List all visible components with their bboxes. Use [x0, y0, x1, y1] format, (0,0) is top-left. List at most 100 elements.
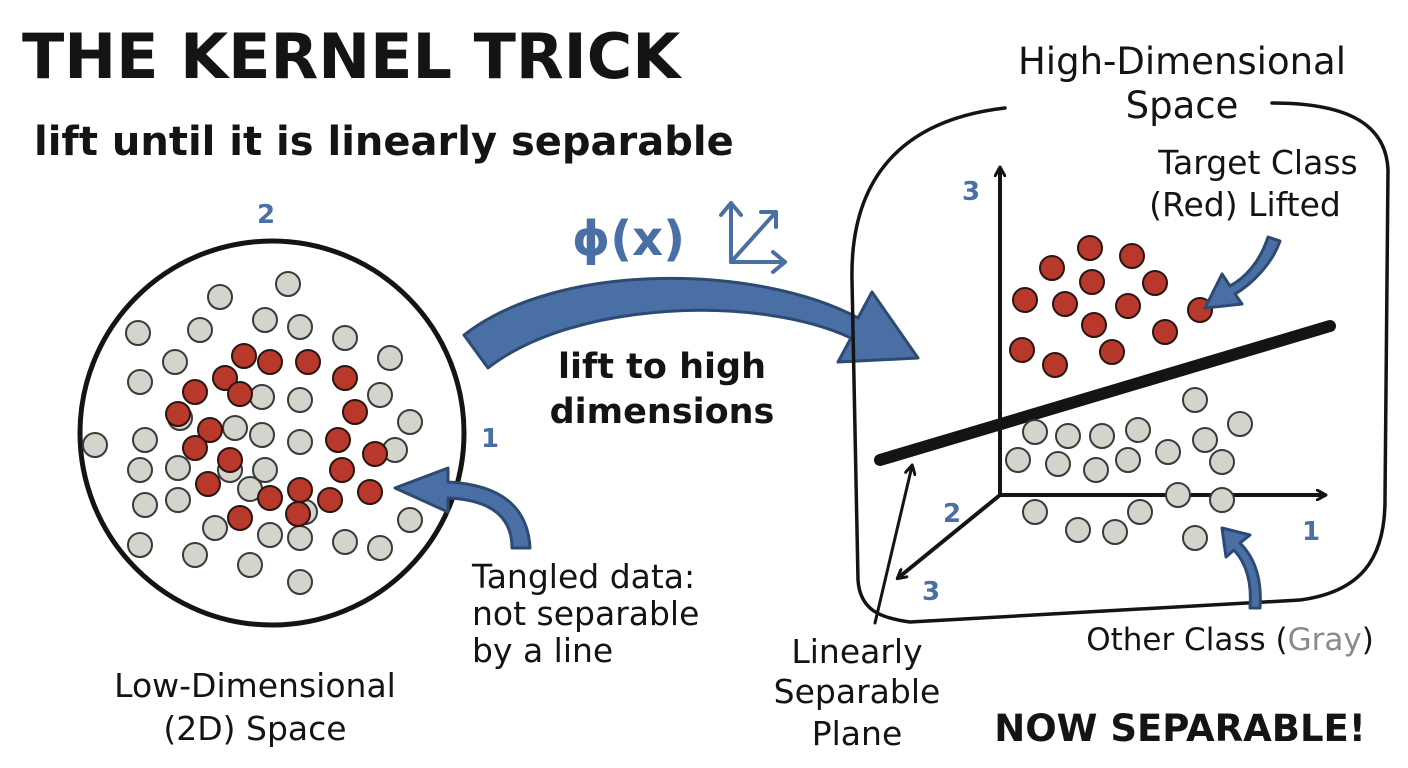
red-point: [212, 365, 238, 391]
page-subtitle: lift until it is linearly separable: [34, 119, 734, 165]
red-point: [287, 477, 313, 503]
red-point: [257, 349, 283, 375]
high-dim-title-line2: Space: [1126, 84, 1239, 127]
red-point: [257, 485, 283, 511]
gray-point: [275, 271, 301, 297]
gray-point: [287, 525, 313, 551]
gray-point: [132, 492, 158, 518]
low-dim-caption-line1: Low-Dimensional: [114, 666, 396, 705]
gray-point: [222, 415, 248, 441]
gray-point: [1045, 451, 1071, 477]
gray-point: [82, 432, 108, 458]
gray-point: [1102, 519, 1128, 545]
red-point: [342, 399, 368, 425]
axis-depth: [898, 493, 1002, 578]
red-point: [1079, 269, 1105, 295]
gray-point: [1125, 417, 1151, 443]
axes-glyph-icon: [719, 201, 787, 274]
plane-pointer-arrow: [873, 466, 912, 625]
red-point: [227, 381, 253, 407]
gray-point: [187, 317, 213, 343]
gray-point: [377, 345, 403, 371]
lift-label-line2: dimensions: [550, 392, 775, 432]
gray-point: [287, 569, 313, 595]
red-point: [1115, 293, 1141, 319]
red-point: [182, 379, 208, 405]
gray-point: [252, 307, 278, 333]
gray-point: [132, 427, 158, 453]
plane-label-line2: Separable: [774, 672, 941, 711]
gray-point: [165, 455, 191, 481]
red-point: [1042, 352, 1068, 378]
phi-label: ϕ(x): [572, 211, 685, 267]
red-point: [325, 427, 351, 453]
target-class-line1: Target Class: [1157, 143, 1357, 182]
plane-label-line3: Plane: [812, 714, 903, 753]
other-class-prefix: Other Class (: [1086, 622, 1287, 658]
gray-point: [1115, 447, 1141, 473]
other-class-label: Other Class (Gray): [1086, 622, 1374, 658]
low-dim-axis-label-2: 2: [257, 200, 275, 230]
gray-point: [397, 409, 423, 435]
gray-point: [1165, 482, 1191, 508]
red-point: [357, 479, 383, 505]
gray-point: [1209, 487, 1235, 513]
gray-point: [257, 522, 283, 548]
other-class-suffix: ): [1362, 622, 1374, 658]
gray-point: [332, 325, 358, 351]
gray-point: [1083, 457, 1109, 483]
gray-point: [127, 532, 153, 558]
gray-point: [1155, 439, 1181, 465]
lift-arrow: [462, 276, 920, 370]
gray-point: [1055, 423, 1081, 449]
gray-point: [249, 422, 275, 448]
gray-point: [1127, 499, 1153, 525]
gray-point: [202, 515, 228, 541]
axis-label-horizontal: 1: [1302, 517, 1320, 547]
tangled-note-line2: not separable: [472, 594, 699, 633]
red-point: [1081, 312, 1107, 338]
gray-point: [125, 320, 151, 346]
gray-point: [1022, 499, 1048, 525]
red-point: [195, 471, 221, 497]
tangled-note-line1: Tangled data:: [471, 557, 695, 596]
gray-point: [1182, 387, 1208, 413]
gray-point: [332, 529, 358, 555]
red-point: [362, 441, 388, 467]
page-title: THE KERNEL TRICK: [22, 20, 682, 93]
other-class-arrow: [1220, 526, 1262, 610]
gray-point: [287, 429, 313, 455]
red-point: [317, 487, 343, 513]
gray-point: [367, 382, 393, 408]
tangled-note-line3: by a line: [472, 631, 613, 670]
gray-point: [252, 457, 278, 483]
axis-label-depth-3: 3: [922, 577, 940, 607]
red-point: [231, 343, 257, 369]
gray-point: [249, 384, 275, 410]
other-class-gray-word: Gray: [1288, 622, 1362, 658]
gray-point: [127, 369, 153, 395]
red-point: [227, 505, 253, 531]
gray-point: [287, 387, 313, 413]
red-point: [1099, 339, 1125, 365]
gray-point: [165, 487, 191, 513]
target-class-arrow: [1203, 235, 1282, 310]
tangled-pointer-arrow: [393, 466, 532, 550]
axis-label-depth-2: 2: [943, 499, 961, 529]
high-dim-title-line1: High-Dimensional: [1018, 40, 1346, 83]
high-dim-panel: High-Dimensional Space 3 1 2 3 Target Cl…: [774, 40, 1390, 753]
gray-point: [367, 535, 393, 561]
target-class-line2: (Red) Lifted: [1149, 185, 1341, 224]
plane-label-line1: Linearly: [791, 632, 922, 671]
gray-point: [207, 284, 233, 310]
high-dim-points: [1005, 235, 1253, 551]
high-dim-boundary: [850, 101, 1390, 624]
gray-point: [182, 542, 208, 568]
red-point: [295, 349, 321, 375]
lift-label-line1: lift to high: [558, 347, 766, 387]
gray-point: [287, 314, 313, 340]
gray-point: [162, 349, 188, 375]
red-point: [1152, 319, 1178, 345]
gray-point: [127, 457, 153, 483]
red-point: [217, 447, 243, 473]
